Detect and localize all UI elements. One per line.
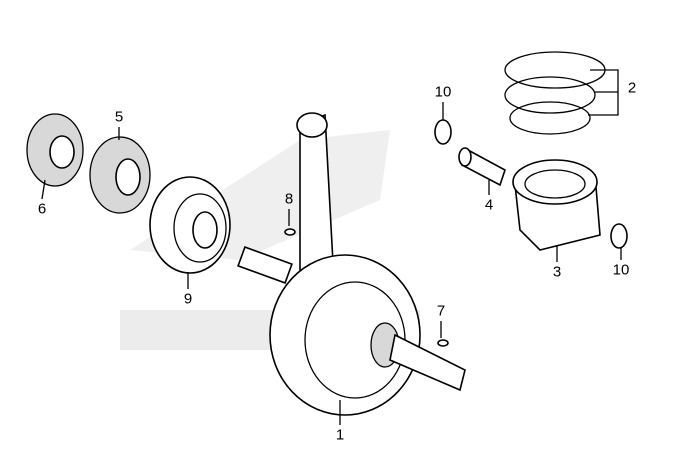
callout-2: 2 bbox=[627, 79, 637, 97]
callout-9: 9 bbox=[183, 290, 193, 308]
callout-3: 3 bbox=[552, 263, 562, 281]
callout-5: 5 bbox=[114, 108, 124, 126]
piston-3 bbox=[512, 159, 601, 251]
gear-5 bbox=[89, 136, 151, 214]
crankshaft-1 bbox=[237, 112, 466, 416]
callout-4: 4 bbox=[484, 196, 494, 214]
woodruff-key-7 bbox=[437, 339, 449, 347]
piston-rings-2 bbox=[504, 51, 619, 135]
callout-6: 6 bbox=[37, 200, 47, 218]
callout-8: 8 bbox=[284, 190, 294, 208]
piston-pin-4 bbox=[458, 147, 506, 187]
bearing-9 bbox=[149, 176, 231, 274]
callout-10-top: 10 bbox=[434, 83, 452, 101]
woodruff-key-8 bbox=[284, 228, 296, 236]
callout-7: 7 bbox=[436, 302, 446, 320]
callout-1: 1 bbox=[335, 426, 345, 444]
gear-6 bbox=[26, 113, 84, 187]
callout-10-right: 10 bbox=[612, 261, 630, 279]
leader-lines bbox=[41, 102, 622, 425]
pin-clip-10 bbox=[434, 119, 628, 249]
